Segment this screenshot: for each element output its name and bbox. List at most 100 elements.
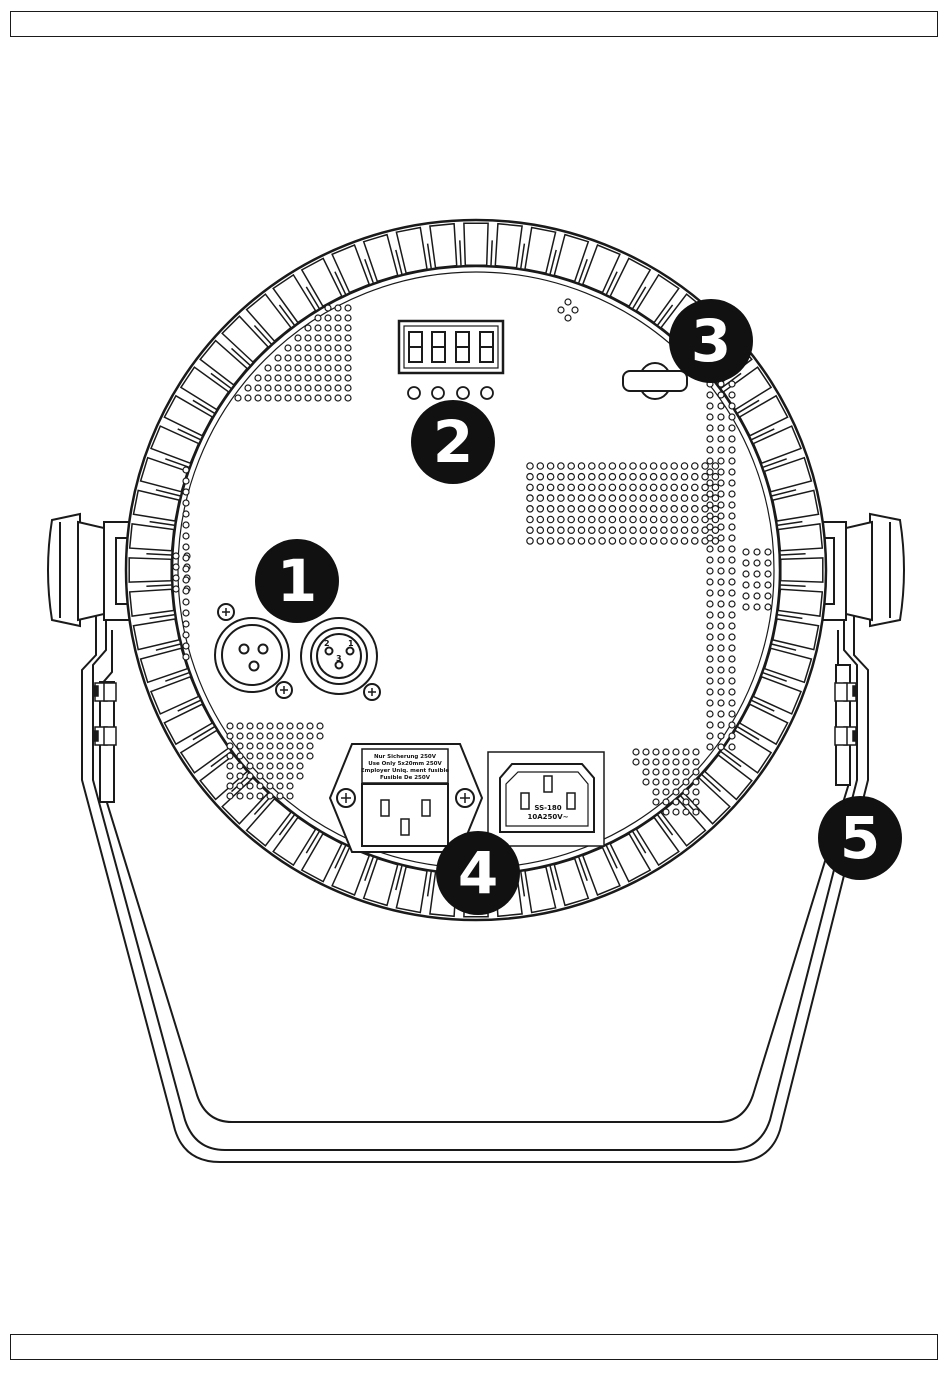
vent-hole: [295, 345, 301, 351]
vent-hole: [712, 484, 718, 490]
vent-hole: [707, 700, 713, 706]
vent-hole: [683, 769, 689, 775]
vent-hole: [537, 463, 543, 469]
vent-hole: [305, 375, 311, 381]
vent-hole: [683, 799, 689, 805]
vent-hole: [620, 474, 626, 480]
vent-hole: [729, 557, 735, 563]
left-tilt-knob[interactable]: [48, 514, 138, 626]
vent-hole: [663, 749, 669, 755]
vent-hole: [315, 365, 321, 371]
vent-hole: [247, 723, 253, 729]
vent-hole: [609, 538, 615, 544]
vent-hole: [265, 395, 271, 401]
power-out-socket[interactable]: [488, 752, 604, 846]
up-button: [432, 387, 444, 399]
vent-hole: [693, 789, 699, 795]
vent-hole: [287, 773, 293, 779]
vent-hole: [692, 463, 698, 469]
vent-hole: [707, 392, 713, 398]
vent-hole: [183, 478, 189, 484]
vent-hole: [681, 463, 687, 469]
vent-hole: [183, 566, 189, 572]
vent-hole: [558, 527, 564, 533]
vent-hole: [673, 809, 679, 815]
vent-hole: [247, 753, 253, 759]
vent-hole: [335, 335, 341, 341]
vent-hole: [227, 763, 233, 769]
vent-hole: [547, 463, 553, 469]
vent-hole: [295, 385, 301, 391]
vent-hole: [693, 799, 699, 805]
vent-hole: [630, 463, 636, 469]
vent-hole: [527, 538, 533, 544]
vent-hole: [620, 527, 626, 533]
vent-hole: [568, 538, 574, 544]
vent-hole: [707, 513, 713, 519]
vent-hole: [661, 474, 667, 480]
vent-hole: [315, 335, 321, 341]
vent-hole: [671, 484, 677, 490]
vent-hole: [287, 733, 293, 739]
vent-hole: [729, 590, 735, 596]
vent-hole: [237, 723, 243, 729]
vent-hole: [183, 500, 189, 506]
vent-hole: [743, 571, 749, 577]
vent-hole: [527, 495, 533, 501]
vent-hole: [729, 744, 735, 750]
vent-hole: [257, 753, 263, 759]
vent-hole: [267, 793, 273, 799]
vent-hole: [537, 484, 543, 490]
vent-hole: [650, 463, 656, 469]
vent-hole: [295, 395, 301, 401]
vent-hole: [589, 538, 595, 544]
vent-hole: [237, 753, 243, 759]
vent-hole: [640, 474, 646, 480]
xlr-pin-label-1: 1: [348, 639, 354, 648]
vent-hole: [661, 506, 667, 512]
vent-hole: [335, 345, 341, 351]
vent-hole: [729, 414, 735, 420]
fuse-label-line1: Nur Sicherung 250V: [374, 754, 437, 760]
vent-hole: [718, 513, 724, 519]
vent-hole: [718, 700, 724, 706]
vent-hole: [729, 645, 735, 651]
vent-hole: [558, 463, 564, 469]
vent-hole: [630, 495, 636, 501]
vent-hole: [707, 722, 713, 728]
vent-hole: [640, 495, 646, 501]
vent-hole: [245, 395, 251, 401]
vent-hole: [663, 789, 669, 795]
vent-hole: [707, 425, 713, 431]
vent-hole: [729, 722, 735, 728]
vent-hole: [640, 506, 646, 512]
vent-hole: [707, 414, 713, 420]
vent-hole: [315, 345, 321, 351]
vent-hole: [599, 484, 605, 490]
vent-hole: [345, 365, 351, 371]
vent-hole: [183, 588, 189, 594]
vent-hole: [297, 723, 303, 729]
vent-hole: [620, 495, 626, 501]
vent-hole: [754, 571, 760, 577]
vent-hole: [707, 557, 713, 563]
vent-hole: [673, 749, 679, 755]
vent-hole: [681, 484, 687, 490]
vent-hole: [609, 463, 615, 469]
vent-hole: [692, 516, 698, 522]
vent-hole: [247, 763, 253, 769]
vent-hole: [663, 799, 669, 805]
vent-hole: [718, 392, 724, 398]
vent-hole: [568, 527, 574, 533]
vent-hole: [718, 722, 724, 728]
vent-hole: [599, 463, 605, 469]
vent-hole: [227, 733, 233, 739]
vent-hole: [718, 535, 724, 541]
vent-hole: [267, 723, 273, 729]
xlr-pin-label-3: 3: [336, 654, 342, 663]
vent-hole: [345, 385, 351, 391]
vent-hole: [547, 527, 553, 533]
vent-hole: [630, 474, 636, 480]
vent-hole: [729, 392, 735, 398]
